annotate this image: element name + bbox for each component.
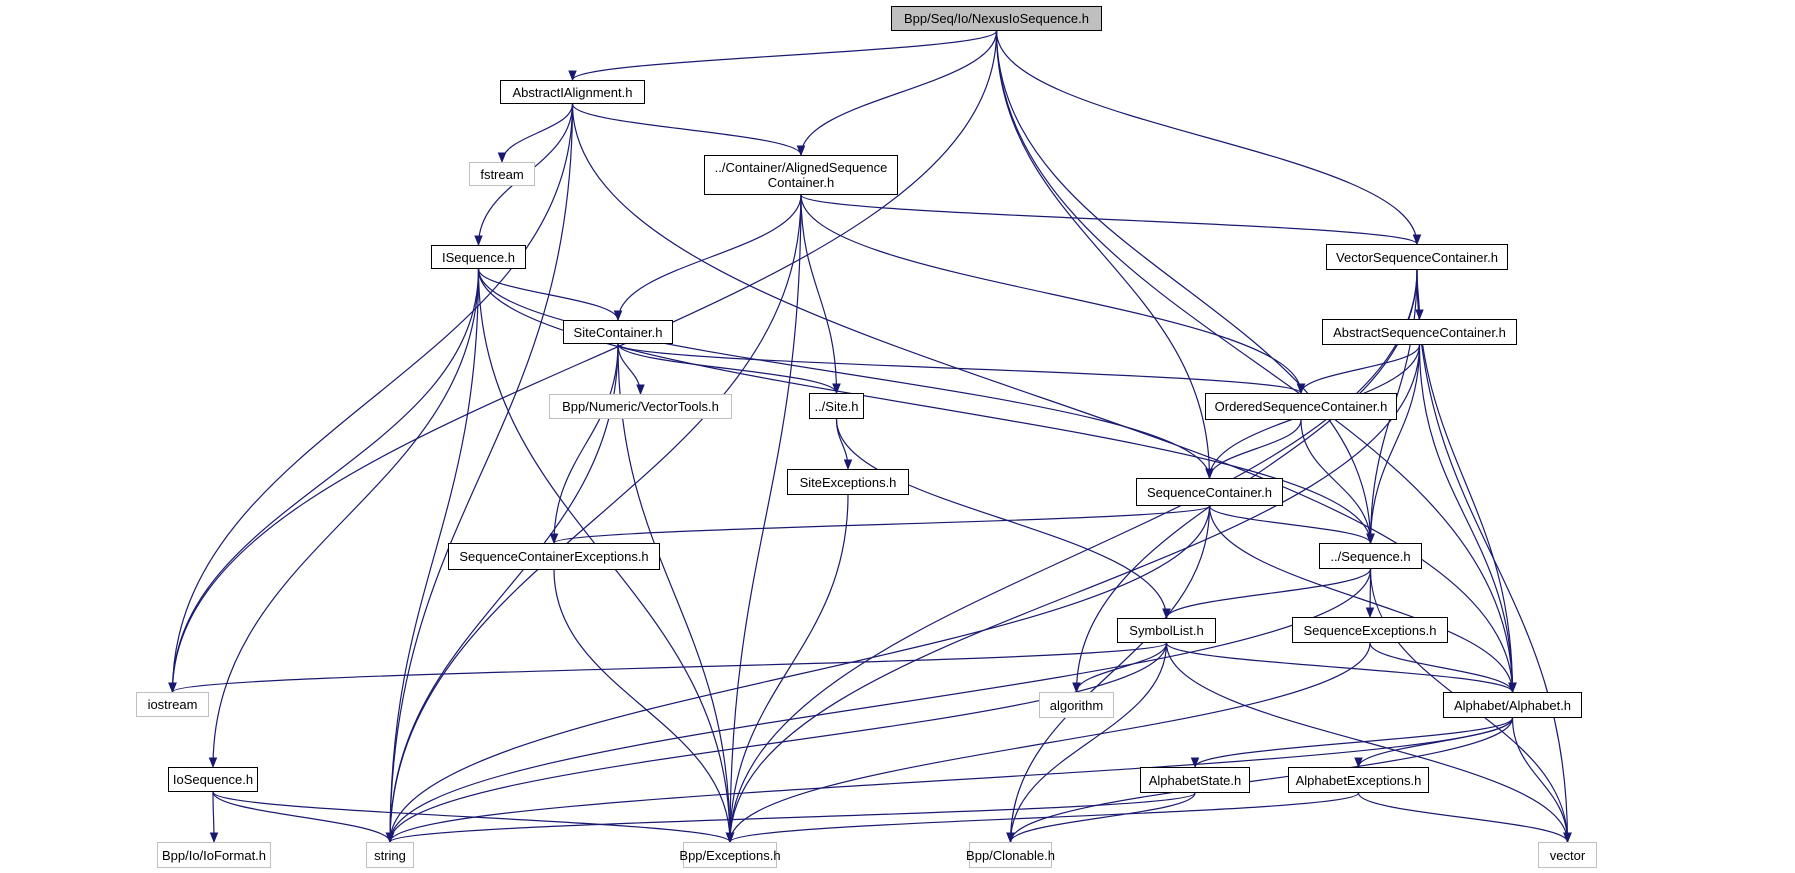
- edge-iseq-to-string: [385, 268, 480, 844]
- node-sequenceexceptions[interactable]: SequenceExceptions.h: [1292, 617, 1448, 643]
- edge-sitecont-to-vectools: [617, 343, 645, 396]
- edge-seqcont-to-seqcontexc: [550, 505, 1211, 545]
- edge-alphabet-to-alphstate: [1190, 717, 1514, 769]
- node-vector: vector: [1538, 842, 1597, 868]
- edge-siteexc-to-exceptions: [725, 494, 849, 844]
- edge-sitecont-to-seqcontexc: [549, 343, 619, 545]
- edge-seqcont-to-alphabet: [1208, 505, 1517, 694]
- node-nexusiosequence[interactable]: Bpp/Seq/Io/NexusIoSequence.h: [891, 6, 1102, 31]
- edge-absalign-to-iostream: [168, 103, 574, 694]
- node-alphabetstate[interactable]: AlphabetState.h: [1140, 767, 1250, 793]
- edge-iseq-to-sitecont: [477, 268, 623, 322]
- edge-nexus-to-aligned: [796, 30, 998, 157]
- edge-sitecont-to-string: [385, 343, 619, 844]
- edge-nexus-to-absalign: [568, 30, 998, 82]
- edge-symlist-to-alphabet: [1165, 642, 1517, 694]
- edge-symlist-to-vector: [1165, 642, 1572, 844]
- edge-absalign-to-fstream: [497, 103, 574, 164]
- node-sitecontainer[interactable]: SiteContainer.h: [563, 320, 673, 344]
- edge-absseq-to-alphabet: [1418, 344, 1517, 694]
- edge-nexus-to-alphabet: [995, 30, 1517, 694]
- edge-alphstate-to-clonable: [1006, 792, 1196, 844]
- edge-aligned-to-exceptions: [725, 194, 802, 844]
- node-alignedsequencecontainer[interactable]: ../Container/AlignedSequence Container.h: [704, 155, 898, 195]
- edge-seqcontexc-to-exceptions: [553, 569, 735, 844]
- edge-iseq-to-sequence: [477, 268, 1375, 545]
- edge-alphabet-to-clonable: [1006, 717, 1514, 844]
- node-iosequence[interactable]: IoSequence.h: [168, 767, 258, 792]
- node-symbollist[interactable]: SymbolList.h: [1117, 618, 1216, 643]
- edge-alphabet-to-string: [385, 717, 1514, 844]
- edge-absalign-to-alphabet: [571, 103, 1517, 694]
- node-exceptions: Bpp/Exceptions.h: [679, 842, 781, 868]
- node-sequencecontainer[interactable]: SequenceContainer.h: [1136, 478, 1283, 506]
- edge-sequence-to-symlist: [1162, 568, 1372, 620]
- edge-sitecont-to-exceptions: [617, 343, 735, 844]
- edge-ioseq-to-exceptions: [212, 791, 735, 844]
- node-isequence[interactable]: ISequence.h: [431, 245, 526, 269]
- edge-alphabet-to-vector: [1511, 717, 1572, 844]
- node-sequence[interactable]: ../Sequence.h: [1319, 543, 1422, 569]
- node-fstream: fstream: [469, 162, 535, 186]
- edge-seqexc-to-exceptions: [725, 642, 1371, 844]
- edge-iseq-to-iostream: [168, 268, 480, 694]
- node-sequencecontainerexceptions[interactable]: SequenceContainerExceptions.h: [448, 543, 660, 570]
- edge-nexus-to-iostream: [168, 30, 998, 694]
- edge-alphexc-to-vector: [1357, 792, 1572, 844]
- node-clonable: Bpp/Clonable.h: [966, 842, 1055, 868]
- edge-symlist-to-algorithm: [1072, 642, 1168, 694]
- edge-iseq-to-ioseq: [208, 268, 480, 769]
- edge-iseq-to-seqcont: [477, 268, 1214, 480]
- node-orderedsequencecontainer[interactable]: OrderedSequenceContainer.h: [1205, 393, 1397, 420]
- edge-symlist-to-clonable: [1006, 642, 1168, 844]
- edge-vecseq-to-exceptions: [725, 269, 1418, 844]
- edge-seqcont-to-clonable: [1006, 505, 1211, 844]
- edge-absseq-to-exceptions: [725, 344, 1421, 844]
- edge-symlist-to-iostream: [168, 642, 1168, 694]
- edge-ioseq-to-string: [212, 791, 395, 844]
- node-ioformat: Bpp/Io/IoFormat.h: [157, 842, 271, 868]
- edge-alphexc-to-exceptions: [725, 792, 1360, 844]
- node-site[interactable]: ../Site.h: [809, 393, 864, 419]
- node-siteexceptions[interactable]: SiteExceptions.h: [787, 469, 909, 495]
- edge-aligned-to-vecseq: [800, 194, 1422, 246]
- node-abstractialignment[interactable]: AbstractIAlignment.h: [500, 80, 645, 104]
- node-algorithm: algorithm: [1039, 692, 1114, 718]
- edge-ordered-to-seqcont: [1205, 419, 1302, 480]
- node-alphabetexceptions[interactable]: AlphabetExceptions.h: [1288, 767, 1429, 793]
- node-vectorsequencecontainer[interactable]: VectorSequenceContainer.h: [1326, 244, 1508, 270]
- edge-aligned-to-string: [385, 194, 802, 844]
- edge-sequence-to-string: [385, 568, 1372, 844]
- node-abstractsequencecontainer[interactable]: AbstractSequenceContainer.h: [1322, 319, 1517, 345]
- edge-sitecont-to-site: [617, 343, 841, 395]
- edge-absseq-to-ordered: [1296, 344, 1421, 395]
- edge-absalign-to-string: [385, 103, 574, 844]
- node-alphabet[interactable]: Alphabet/Alphabet.h: [1443, 692, 1582, 718]
- edge-aligned-to-ordered: [800, 194, 1306, 395]
- edge-alphabet-to-alphexc: [1354, 717, 1514, 769]
- node-iostream: iostream: [136, 692, 209, 717]
- edge-symlist-to-string: [385, 642, 1168, 844]
- node-vectortools: Bpp/Numeric/VectorTools.h: [549, 394, 732, 419]
- edge-nexus-to-vecseq: [995, 30, 1422, 246]
- edge-seqexc-to-alphabet: [1369, 642, 1517, 694]
- node-string: string: [366, 842, 414, 868]
- edge-site-to-symlist: [835, 418, 1171, 620]
- edges-layer: [168, 30, 1572, 844]
- edge-nexus-to-sequence: [995, 30, 1375, 545]
- edge-absalign-to-aligned: [571, 103, 806, 157]
- edge-ioseq-to-ioformat: [209, 791, 219, 844]
- edge-seqcont-to-sequence: [1208, 505, 1375, 545]
- edge-alphstate-to-string: [386, 792, 1196, 844]
- edge-seqcont-to-string: [385, 505, 1211, 844]
- edge-absseq-to-sequence: [1366, 344, 1421, 545]
- edge-nexus-to-seqcont: [995, 30, 1214, 480]
- edge-ordered-to-sequence: [1300, 419, 1375, 545]
- edge-sitecont-to-ordered: [617, 343, 1306, 395]
- edge-aligned-to-sitecont: [613, 194, 802, 322]
- edge-vecseq-to-vector: [1416, 269, 1572, 844]
